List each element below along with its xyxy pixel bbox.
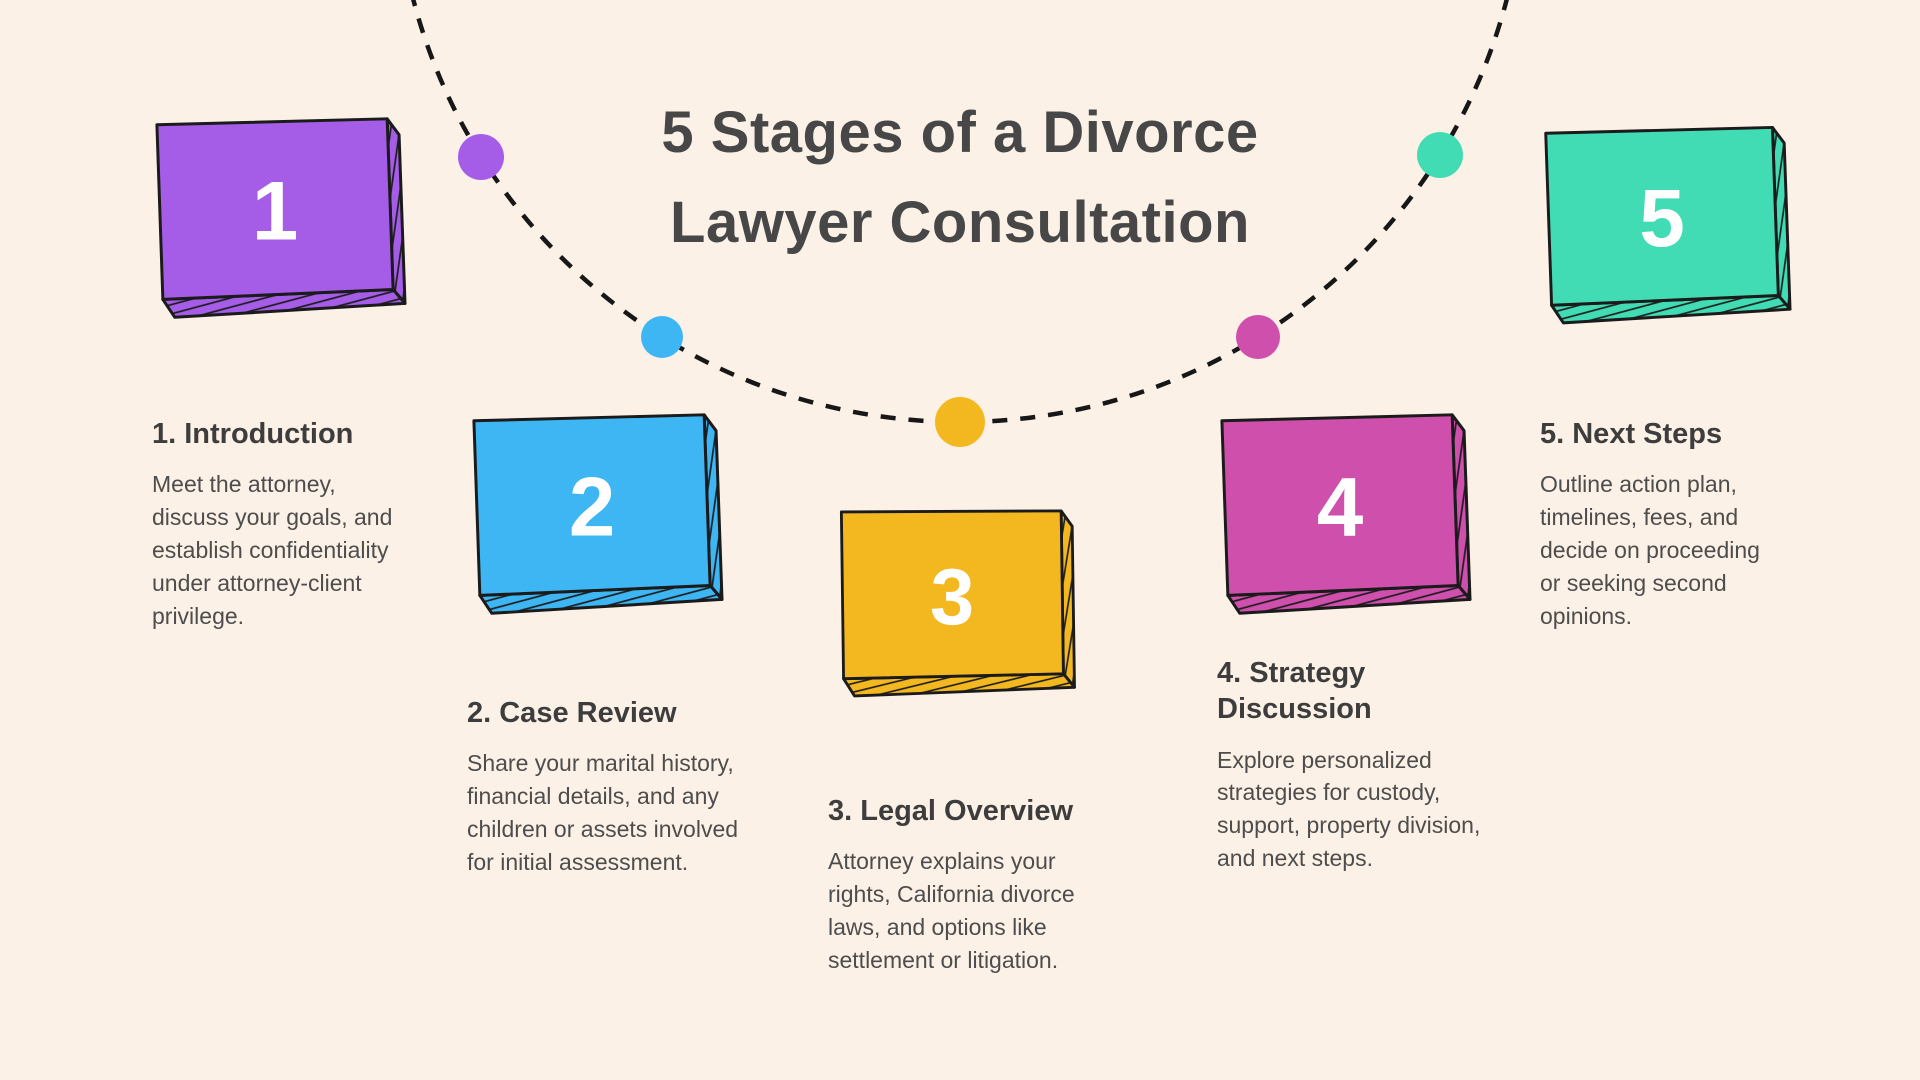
infographic-title: 5 Stages of a Divorce Lawyer Consultatio… (410, 88, 1510, 268)
stage-5-box: 5 (1534, 116, 1792, 346)
stage-1-description: Meet the attorney, discuss your goals, a… (152, 471, 393, 629)
title-line-1: 5 Stages of a Divorce (661, 100, 1259, 165)
timeline-dot-4 (1236, 315, 1280, 359)
stage-1-number: 1 (252, 165, 298, 258)
timeline-dot-3 (935, 397, 985, 447)
stage-3-number: 3 (929, 552, 975, 642)
stage-5-number: 5 (1639, 173, 1685, 264)
title-line-2: Lawyer Consultation (670, 189, 1250, 255)
stage-2-text: 2. Case Review Share your marital histor… (467, 695, 755, 879)
stage-1-heading: 1. Introduction (152, 418, 354, 450)
box-bottom-hatch (842, 672, 1076, 697)
box-bottom-hatch (1226, 584, 1472, 615)
stage-3-text: 3. Legal Overview Attorney explains your… (828, 793, 1118, 977)
box-bottom-hatch (478, 584, 724, 615)
box-bottom-hatch (1550, 294, 1792, 324)
stage-5-text: 5. Next Steps Outline action plan, timel… (1540, 416, 1775, 633)
timeline-dot-2 (641, 316, 683, 358)
stage-4-text: 4. Strategy Discussion Explore personali… (1217, 655, 1485, 875)
stage-5-heading: 5. Next Steps (1540, 418, 1723, 450)
stage-3-box: 3 (826, 497, 1081, 720)
stage-1-box: 1 (145, 112, 407, 336)
stage-2-box: 2 (462, 408, 724, 632)
stage-3-heading: 3. Legal Overview (828, 795, 1074, 827)
stage-4-description: Explore personalized strategies for cust… (1217, 746, 1481, 872)
stage-2-number: 2 (569, 461, 615, 554)
stage-4-heading: 4. Strategy Discussion (1217, 657, 1372, 726)
stage-4-box: 4 (1210, 408, 1472, 632)
stage-2-heading: 2. Case Review (467, 697, 677, 729)
stage-2-description: Share your marital history, financial de… (467, 750, 739, 875)
stage-1-text: 1. Introduction Meet the attorney, discu… (152, 416, 407, 633)
box-bottom-hatch (161, 288, 407, 319)
stage-3-description: Attorney explains your rights, Californi… (828, 848, 1075, 973)
stage-5-description: Outline action plan, timelines, fees, an… (1540, 471, 1760, 629)
stage-4-number: 4 (1317, 461, 1363, 554)
